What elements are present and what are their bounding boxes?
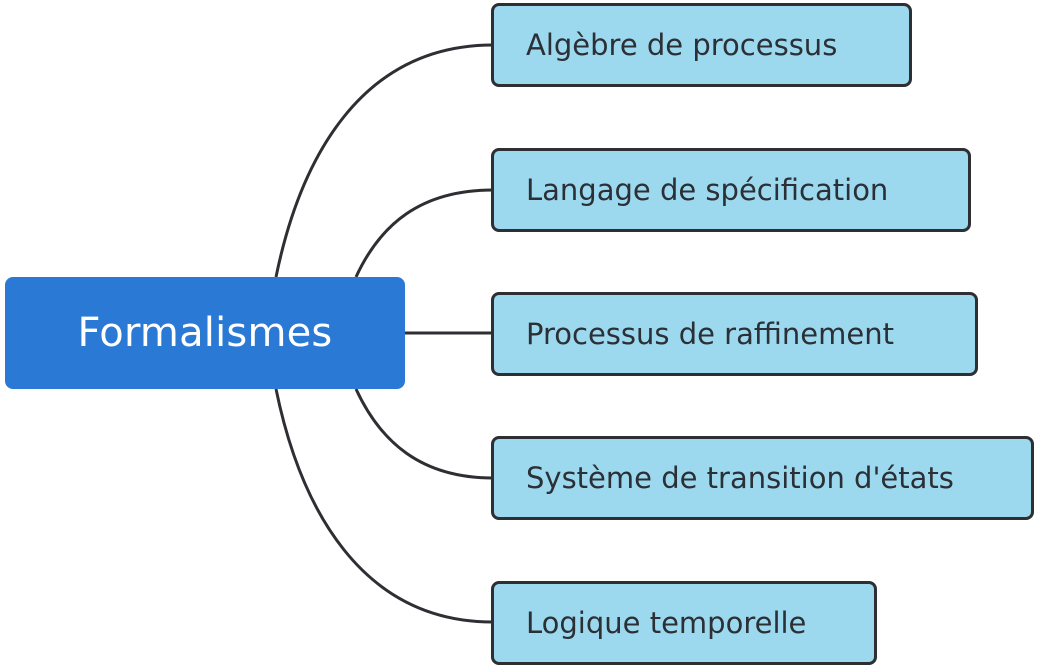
root-node-formalismes[interactable]: Formalismes bbox=[5, 277, 405, 389]
branch-node-logique-temporelle[interactable]: Logique temporelle bbox=[491, 581, 877, 665]
connector-langage bbox=[354, 188, 494, 278]
branch-node-label: Logique temporelle bbox=[526, 606, 807, 640]
branch-node-label: Algèbre de processus bbox=[526, 28, 838, 62]
branch-node-processus-de-raffinement[interactable]: Processus de raffinement bbox=[491, 292, 978, 376]
connector-logique bbox=[274, 388, 494, 624]
branch-node-langage-de-specification[interactable]: Langage de spécification bbox=[491, 148, 971, 232]
root-node-label: Formalismes bbox=[77, 310, 333, 356]
branch-node-algebre-de-processus[interactable]: Algèbre de processus bbox=[491, 3, 912, 87]
branch-node-label: Processus de raffinement bbox=[526, 317, 894, 351]
branch-node-label: Langage de spécification bbox=[526, 173, 889, 207]
connector-algebre bbox=[274, 43, 494, 278]
connector-systeme bbox=[354, 388, 494, 480]
branch-node-systeme-de-transition[interactable]: Système de transition d'états bbox=[491, 436, 1034, 520]
branch-node-label: Système de transition d'états bbox=[526, 461, 954, 495]
